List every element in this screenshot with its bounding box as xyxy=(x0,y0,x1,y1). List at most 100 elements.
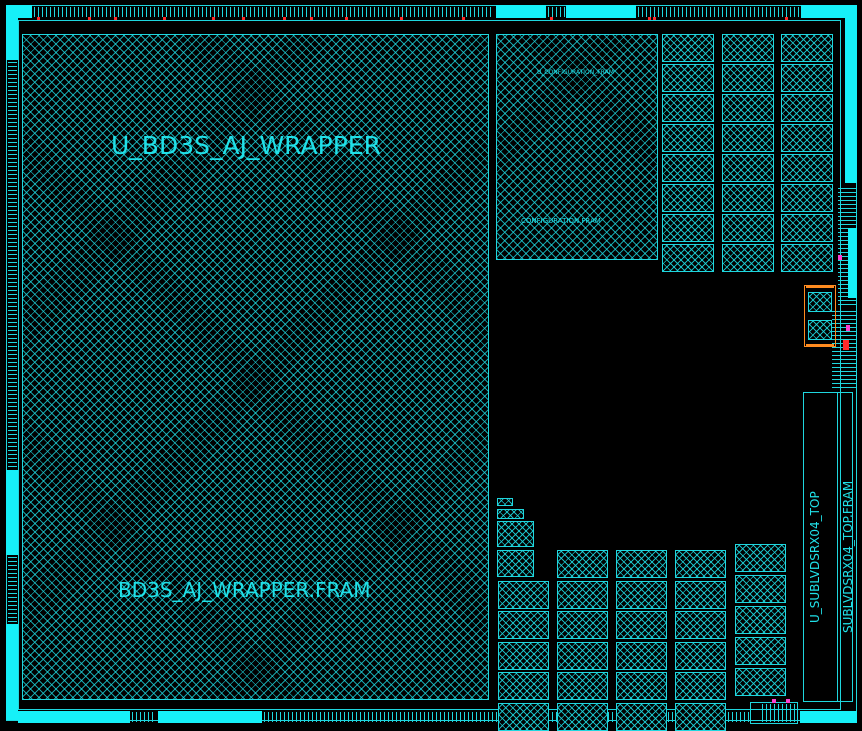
memory-cell[interactable] xyxy=(722,94,774,122)
memory-cell[interactable] xyxy=(722,34,774,62)
memory-cell[interactable] xyxy=(616,611,667,639)
memory-cell[interactable] xyxy=(662,34,714,62)
memory-cell[interactable] xyxy=(557,550,608,578)
pin-marker xyxy=(400,17,403,20)
left-io-ticks-2 xyxy=(8,557,17,622)
memory-cell[interactable] xyxy=(498,580,549,609)
small-cell[interactable] xyxy=(497,498,513,506)
memory-cell[interactable] xyxy=(616,550,667,578)
memory-cell[interactable] xyxy=(662,124,714,152)
memory-cell[interactable] xyxy=(662,64,714,92)
memory-cell[interactable] xyxy=(722,154,774,182)
memory-cell[interactable] xyxy=(781,214,833,242)
memory-cell[interactable] xyxy=(662,94,714,122)
pin-marker xyxy=(283,17,286,20)
memory-cell[interactable] xyxy=(722,184,774,212)
configuration-frame-label: CONFIGURATION.FRAM xyxy=(521,217,601,225)
memory-cell[interactable] xyxy=(498,641,549,670)
memory-cell[interactable] xyxy=(735,668,786,696)
pin-marker xyxy=(310,17,313,20)
memory-cell[interactable] xyxy=(781,244,833,272)
memory-cell[interactable] xyxy=(616,580,667,609)
memory-cell[interactable] xyxy=(662,154,714,182)
memory-cell[interactable] xyxy=(735,606,786,634)
memory-cell[interactable] xyxy=(662,244,714,272)
pin-marker xyxy=(550,17,553,20)
memory-cell[interactable] xyxy=(675,550,726,578)
configuration-block[interactable]: U_CONFIGURATION_FRAM CONFIGURATION.FRAM xyxy=(496,34,658,260)
memory-cell[interactable] xyxy=(675,672,726,700)
memory-cell[interactable] xyxy=(675,702,726,731)
memory-cell[interactable] xyxy=(557,641,608,670)
memory-cell[interactable] xyxy=(616,702,667,731)
memory-cell[interactable] xyxy=(735,637,786,665)
sublvds-block[interactable]: U_SUBLVDSRX04_TOP SUBLVDSRX04_TOP.FRAM xyxy=(803,392,855,702)
bottom-io-bar-1 xyxy=(18,711,130,723)
memory-cell[interactable] xyxy=(781,64,833,92)
pin-marker xyxy=(114,17,117,20)
memory-cell[interactable] xyxy=(675,641,726,670)
top-io-bar-mid-2 xyxy=(566,5,636,18)
pin-marker xyxy=(212,17,215,20)
memory-cell[interactable] xyxy=(781,124,833,152)
memory-cell[interactable] xyxy=(498,611,549,639)
memory-cell[interactable] xyxy=(781,154,833,182)
top-io-ticks-4 xyxy=(778,7,800,17)
left-io-ticks-1 xyxy=(8,62,17,467)
sublvds-inner-divider xyxy=(837,393,838,701)
pin-marker xyxy=(88,17,91,20)
left-io-bar-bottom xyxy=(6,624,18,720)
memory-cell[interactable] xyxy=(662,184,714,212)
memory-cell[interactable] xyxy=(557,702,608,731)
memory-cell[interactable] xyxy=(557,611,608,639)
memory-cell[interactable] xyxy=(557,580,608,609)
pin-marker-magenta xyxy=(772,699,776,703)
left-io-bar-mid xyxy=(6,470,18,555)
main-macro-block[interactable]: U_BD3S_AJ_WRAPPER BD3S_AJ_WRAPPER.FRAM xyxy=(22,34,489,700)
pad-marker xyxy=(806,344,834,346)
pin-marker xyxy=(37,17,40,20)
pin-marker-magenta xyxy=(846,325,850,331)
top-io-bar-left xyxy=(6,5,32,18)
pin-marker xyxy=(648,17,651,20)
memory-cell[interactable] xyxy=(781,34,833,62)
top-io-ticks-2 xyxy=(548,7,566,17)
top-io-bar-right xyxy=(801,5,857,18)
small-cell[interactable] xyxy=(497,509,524,519)
memory-cell[interactable] xyxy=(675,611,726,639)
memory-cell[interactable] xyxy=(735,575,786,603)
small-cell[interactable] xyxy=(497,550,534,577)
sublvds-instance-label: U_SUBLVDSRX04_TOP xyxy=(808,491,822,623)
memory-cell[interactable] xyxy=(722,64,774,92)
analog-cell-core-bottom xyxy=(808,320,832,340)
configuration-instance-label: U_CONFIGURATION_FRAM xyxy=(537,69,614,76)
pin-marker xyxy=(163,17,166,20)
bottom-io-bar-3 xyxy=(800,711,857,723)
memory-cell[interactable] xyxy=(498,702,549,731)
memory-cell[interactable] xyxy=(675,580,726,609)
memory-cell[interactable] xyxy=(557,672,608,700)
memory-cell[interactable] xyxy=(722,124,774,152)
memory-cell[interactable] xyxy=(781,94,833,122)
analog-cell[interactable] xyxy=(804,285,836,347)
memory-cell[interactable] xyxy=(662,214,714,242)
memory-cell[interactable] xyxy=(722,214,774,242)
bottom-io-bar-2 xyxy=(158,711,262,723)
memory-cell[interactable] xyxy=(616,641,667,670)
bottom-io-cell-ticks xyxy=(762,704,796,722)
pin-marker-magenta xyxy=(838,255,842,260)
pin-marker-magenta xyxy=(786,699,790,703)
memory-cell[interactable] xyxy=(498,672,549,700)
top-io-bar-mid-1 xyxy=(496,5,546,18)
main-frame-label: BD3S_AJ_WRAPPER.FRAM xyxy=(118,578,371,602)
memory-cell[interactable] xyxy=(616,672,667,700)
memory-cell[interactable] xyxy=(781,184,833,212)
pin-marker xyxy=(242,17,245,20)
pin-marker xyxy=(653,17,656,20)
left-io-bar-top xyxy=(6,18,18,60)
small-cell[interactable] xyxy=(497,521,534,547)
bottom-io-ticks-1 xyxy=(132,712,156,722)
memory-cell[interactable] xyxy=(722,244,774,272)
analog-cell-core-top xyxy=(808,292,832,312)
memory-cell[interactable] xyxy=(735,544,786,572)
